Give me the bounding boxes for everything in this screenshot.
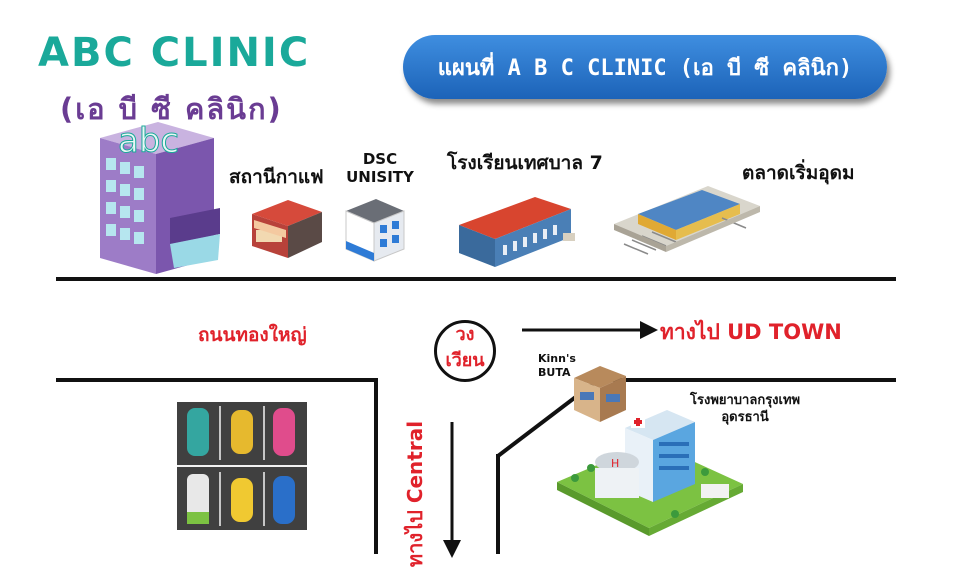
svg-text:H: H [611, 457, 619, 470]
school-building-icon [459, 197, 575, 267]
hospital-label: โรงพยาบาลกรุงเทพ อุดรธานี [690, 393, 801, 425]
main-road-label: ถนนทองใหญ่ [198, 324, 307, 346]
market-label: ตลาดเริ่มอุดม [742, 162, 855, 184]
clinic-logo-text: abc [118, 121, 179, 161]
clinic-title: ABC CLINIC [38, 30, 311, 76]
map-title-banner: แผนที่ A B C CLINIC (เอ บี ซี คลินิก) [403, 35, 887, 99]
coffee-shop-icon [252, 200, 322, 258]
map-title-text: แผนที่ A B C CLINIC (เอ บี ซี คลินิก) [437, 55, 853, 81]
dsc-building-icon [345, 199, 405, 262]
central-direction-label: ทางไป Central [403, 420, 427, 568]
hospital-building-icon: H [557, 410, 743, 536]
arrow-right-icon [522, 321, 658, 339]
market-icon [614, 186, 760, 255]
main-road-line [56, 277, 896, 281]
roundabout-label: วง เวียน [445, 324, 485, 371]
school-label: โรงเรียนเทศบาล 7 [447, 152, 603, 174]
clinic-subtitle: (เอ บี ซี คลินิก) [60, 92, 283, 126]
roundabout-circle [434, 320, 496, 382]
road-left-horizontal [56, 378, 376, 382]
kinns-buta-label: Kinn's BUTA [538, 352, 576, 379]
dsc-label: DSC UNISITY [346, 150, 414, 186]
kinns-buta-building-icon [574, 366, 626, 422]
ud-town-direction-label: ทางไป UD TOWN [660, 320, 842, 344]
clinic-building-icon: abc [100, 121, 220, 274]
arrow-down-icon [443, 422, 461, 558]
coffee-shop-label: สถานีกาแฟ [229, 166, 324, 188]
road-right-vertical [496, 454, 500, 554]
road-right-horizontal [598, 378, 896, 382]
road-left-vertical [374, 378, 378, 554]
parking-lot-icon [177, 402, 307, 530]
